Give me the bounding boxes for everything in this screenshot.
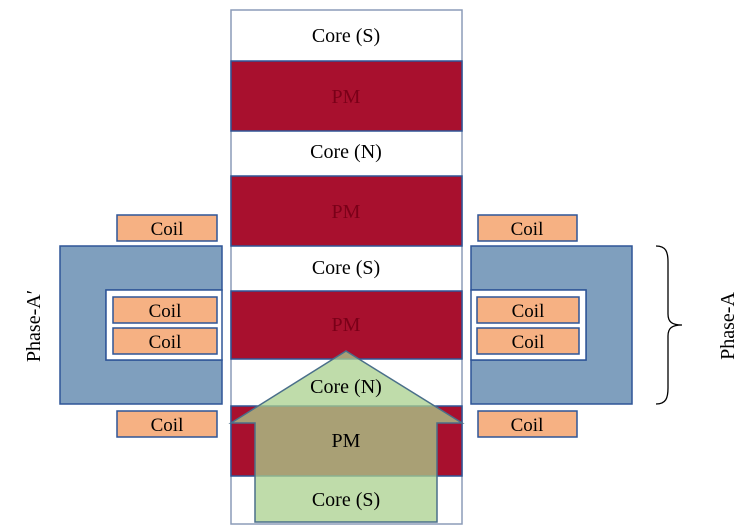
phase-label-left: Phase-A′ xyxy=(23,290,45,362)
coil-label: Coil xyxy=(511,219,544,240)
coil-label: Coil xyxy=(511,415,544,436)
right-coil-3: Coil xyxy=(476,327,580,355)
stack-layer-label-pm-4: PM xyxy=(332,430,361,452)
coil-label: Coil xyxy=(512,301,545,322)
right-coil-1: Coil xyxy=(477,214,578,242)
coil-label: Coil xyxy=(149,332,182,353)
stack-layer-pm-1: PM xyxy=(230,60,463,132)
phase-brace-right xyxy=(655,245,683,405)
stack-layer-pm-2: PM xyxy=(230,175,463,247)
stack-layer-label: Core (S) xyxy=(312,25,380,47)
stack-layer-label: Core (S) xyxy=(312,257,380,279)
phase-label-right: Phase-A xyxy=(717,292,736,360)
stack-layer-label: PM xyxy=(332,314,361,336)
left-coil-3: Coil xyxy=(112,327,218,355)
motion-arrow-up xyxy=(228,350,465,523)
stack-layer-core-s-2: Core (S) xyxy=(312,257,380,279)
stack-layer-pm-3: PM xyxy=(230,290,463,360)
coil-label: Coil xyxy=(149,301,182,322)
coil-label: Coil xyxy=(512,332,545,353)
stack-layer-core-n-1: Core (N) xyxy=(310,141,382,163)
stack-layer-core-s-1: Core (S) xyxy=(312,25,380,47)
right-coil-4: Coil xyxy=(477,410,578,438)
stack-layer-label-core-n-2: Core (N) xyxy=(310,376,382,398)
left-coil-1: Coil xyxy=(116,214,218,242)
stack-layer-label: Core (N) xyxy=(310,141,382,163)
stack-layer-label-core-s-3: Core (S) xyxy=(312,489,380,511)
left-coil-2: Coil xyxy=(112,296,218,324)
stack-layer-label: PM xyxy=(332,201,361,223)
stack-layer-label: PM xyxy=(332,86,361,108)
coil-label: Coil xyxy=(151,415,184,436)
coil-label: Coil xyxy=(151,219,184,240)
left-coil-4: Coil xyxy=(116,410,218,438)
right-coil-2: Coil xyxy=(476,296,580,324)
